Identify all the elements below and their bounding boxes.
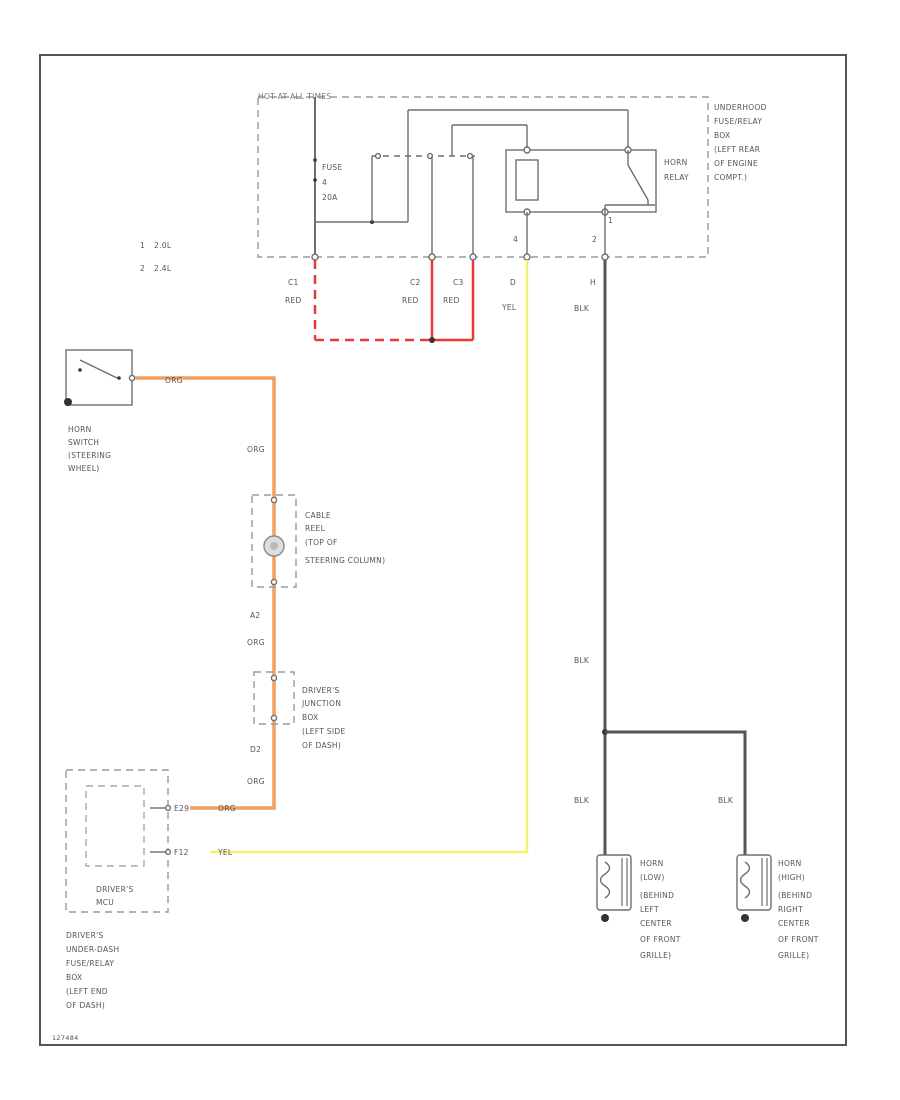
- horn-high: HORN (HIGH) (BEHIND RIGHT CENTER OF FRON…: [736, 854, 819, 960]
- horn-low-label-1: HORN: [640, 859, 664, 868]
- fuse-box-location-4: (LEFT REAR: [714, 145, 760, 154]
- fuse-box-location-3: BOX: [714, 131, 730, 140]
- legend-text-2: 2.4L: [154, 264, 172, 273]
- horn-high-label-1: HORN: [778, 859, 802, 868]
- under-dash-box-outline: [65, 769, 169, 913]
- horn-relay-label-2: RELAY: [664, 173, 689, 182]
- horn-low-label-2: (LOW): [640, 873, 665, 882]
- horn-high-label-7: GRILLE): [778, 951, 809, 960]
- horn-high-label-5: CENTER: [778, 919, 810, 928]
- horn-low-label-5: CENTER: [640, 919, 672, 928]
- terminal-h: H: [590, 278, 596, 287]
- cable-reel: CABLE REEL (TOP OF STEERING COLUMN) A2: [250, 494, 385, 620]
- terminal-c2: C2: [410, 278, 421, 287]
- under-dash-label-1: DRIVER'S: [66, 931, 104, 940]
- horn-switch-label-3: (STEERING: [68, 451, 111, 460]
- yellow-wire: D YEL YEL: [210, 260, 529, 857]
- relay-pin-1: 1: [608, 216, 613, 225]
- fuse-box-location-6: COMPT.): [714, 173, 747, 182]
- wire-blk-4: BLK: [718, 796, 734, 805]
- wire-blk-1: BLK: [574, 304, 590, 313]
- mcu-outline: [85, 785, 145, 867]
- junction-box-label-4: (LEFT SIDE: [302, 727, 345, 736]
- wire-org-5: ORG: [218, 804, 236, 813]
- mcu-label-2: MCU: [96, 898, 114, 907]
- horn-low-label-6: OF FRONT: [640, 935, 681, 944]
- horn-high-label-2: (HIGH): [778, 873, 805, 882]
- legend-num-1: 1: [140, 241, 145, 250]
- wire-org-2: ORG: [247, 445, 265, 454]
- relay-coil: [515, 159, 539, 201]
- fuse-rating: 20A: [322, 193, 338, 202]
- horn-switch-box: [65, 349, 133, 406]
- hot-at-all-times-label: HOT AT ALL TIMES: [258, 92, 331, 101]
- wire-blk-3: BLK: [574, 796, 590, 805]
- legend-text-1: 2.0L: [154, 241, 172, 250]
- wire-blk-2: BLK: [574, 656, 590, 665]
- wire-red-1: RED: [285, 296, 302, 305]
- junction-box-label-1: DRIVER'S: [302, 686, 340, 695]
- diagram-frame: [39, 54, 847, 1046]
- underhood-fuse-relay-box: HOT AT ALL TIMES FUSE 4 20A: [257, 92, 767, 261]
- wire-red-2: RED: [402, 296, 419, 305]
- fuse-box-location-5: OF ENGINE: [714, 159, 758, 168]
- cable-reel-outline: [251, 494, 297, 588]
- horn-relay-label-1: HORN: [664, 158, 688, 167]
- mcu-label-1: DRIVER'S: [96, 885, 134, 894]
- horn-high-label-3: (BEHIND: [778, 891, 812, 900]
- wire-org-4: ORG: [247, 777, 265, 786]
- under-dash-label-5: (LEFT END: [66, 987, 108, 996]
- cable-reel-pin: A2: [250, 611, 261, 620]
- legend-num-2: 2: [140, 264, 145, 273]
- fuse-number: 4: [322, 178, 327, 187]
- horn-switch-label-2: SWITCH: [68, 438, 99, 447]
- wire-yel-bottom: YEL: [217, 848, 233, 857]
- figure-id: 127484: [52, 1034, 79, 1042]
- wire-red-3: RED: [443, 296, 460, 305]
- mcu-pin-org: E29: [174, 804, 189, 813]
- cable-reel-label-2: REEL: [305, 524, 326, 533]
- fuse-label: FUSE: [322, 163, 343, 172]
- under-dash-label-4: BOX: [66, 973, 82, 982]
- terminal-c3: C3: [453, 278, 464, 287]
- horn-low-label-7: GRILLE): [640, 951, 671, 960]
- relay-pin-2: 2: [592, 235, 597, 244]
- under-dash-label-6: OF DASH): [66, 1001, 105, 1010]
- fuse-box-location-2: FUSE/RELAY: [714, 117, 762, 126]
- mcu-pin-yel: F12: [174, 848, 189, 857]
- junction-box-pin: D2: [250, 745, 261, 754]
- fuse-box-location-1: UNDERHOOD: [714, 103, 767, 112]
- terminal-d: D: [510, 278, 516, 287]
- under-dash-label-3: FUSE/RELAY: [66, 959, 114, 968]
- cable-reel-label-3: (TOP OF: [305, 538, 338, 547]
- under-dash-label-2: UNDER-DASH: [66, 945, 119, 954]
- relay-pin-4: 4: [513, 235, 518, 244]
- black-ground-wires: H BLK BLK BLK BLK: [574, 260, 747, 858]
- horn-low-label-3: (BEHIND: [640, 891, 674, 900]
- cable-reel-label-1: CABLE: [305, 511, 331, 520]
- wire-org-1: ORG: [165, 376, 183, 385]
- engine-legend: 1 2.0L 2 2.4L: [140, 241, 172, 273]
- junction-box-outline: [253, 671, 295, 725]
- terminal-c1: C1: [288, 278, 299, 287]
- horn-switch: HORN SWITCH (STEERING WHEEL): [64, 349, 136, 473]
- fuse-box-outline: [257, 96, 709, 258]
- horn-low-label-4: LEFT: [640, 905, 659, 914]
- junction-box-label-3: BOX: [302, 713, 318, 722]
- junction-box-label-5: OF DASH): [302, 741, 341, 750]
- horn-switch-label-1: HORN: [68, 425, 92, 434]
- wire-org-3: ORG: [247, 638, 265, 647]
- wire-yel-top: YEL: [501, 303, 517, 312]
- orange-wire: ORG ORG ORG ORG ORG: [135, 376, 276, 813]
- junction-box-label-2: JUNCTION: [301, 699, 341, 708]
- horn-high-label-6: OF FRONT: [778, 935, 819, 944]
- horn-switch-label-4: WHEEL): [68, 464, 99, 473]
- horn-high-label-4: RIGHT: [778, 905, 803, 914]
- cable-reel-label-4: STEERING COLUMN): [305, 556, 385, 565]
- drivers-under-dash-box: E29 F12 DRIVER'S MCU DRIVER'S UNDER-DASH…: [65, 769, 189, 1010]
- drivers-junction-box: DRIVER'S JUNCTION BOX (LEFT SIDE OF DASH…: [250, 671, 345, 754]
- horn-low: HORN (LOW) (BEHIND LEFT CENTER OF FRONT …: [596, 854, 681, 960]
- red-wire-loop: C1 RED C2 RED C3 RED: [285, 260, 475, 343]
